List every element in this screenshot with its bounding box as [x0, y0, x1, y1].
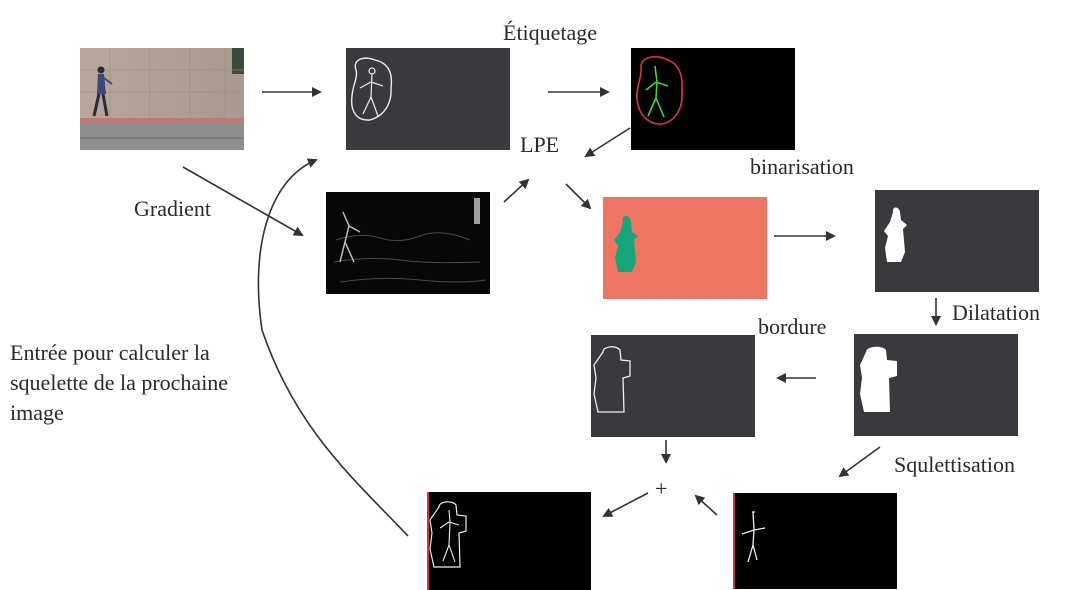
skeleton-panel — [733, 493, 897, 589]
etiquetage-label: Étiquetage — [503, 20, 598, 45]
dilated-panel — [854, 334, 1018, 436]
plus-sign: + — [655, 476, 668, 501]
note-line-2: squelette de la prochaine — [10, 370, 229, 395]
border-panel — [591, 335, 755, 437]
labeling-panel — [631, 48, 795, 150]
note-line-3: image — [10, 400, 64, 425]
lpe-label: LPE — [520, 132, 560, 157]
gradient-label: Gradient — [134, 196, 211, 221]
gradient-panel — [326, 192, 490, 294]
combined-panel — [427, 492, 591, 590]
dilatation-label: Dilatation — [952, 300, 1040, 325]
binarisation-label: binarisation — [750, 154, 854, 179]
feedback-note: Entrée pour calculer la squelette de la … — [10, 338, 310, 428]
note-line-1: Entrée pour calculer la — [10, 340, 210, 365]
watershed-panel — [603, 197, 767, 299]
binarised-panel — [875, 190, 1039, 292]
squelettisation-label: Squlettisation — [894, 452, 1015, 477]
flow-arrows — [182, 87, 941, 537]
skeleton-outline-panel — [346, 48, 510, 150]
input-photo — [80, 48, 244, 150]
bordure-label: bordure — [758, 314, 827, 339]
